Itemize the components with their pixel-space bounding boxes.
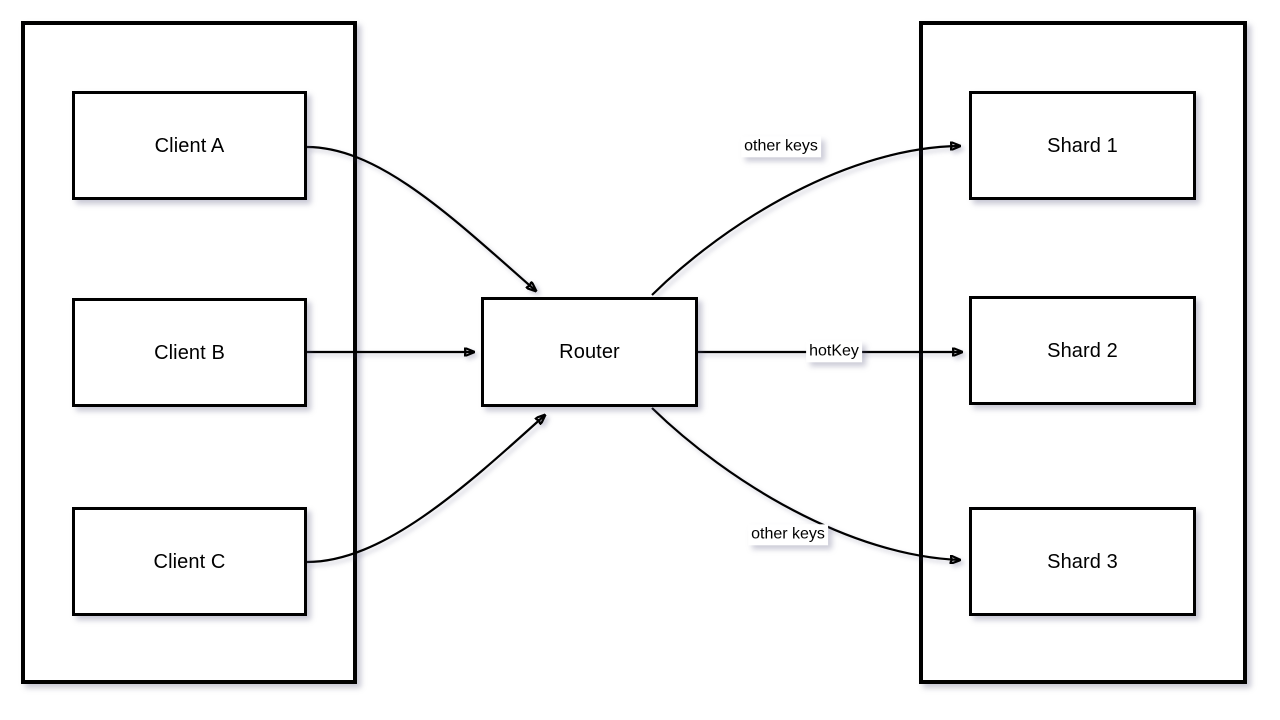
edge-client-c-router[interactable] xyxy=(306,415,545,564)
node-shard-2[interactable]: Shard 2 xyxy=(969,296,1196,405)
node-shard-3[interactable]: Shard 3 xyxy=(969,507,1196,616)
edge-client-a-router[interactable] xyxy=(306,145,536,291)
node-client-a[interactable]: Client A xyxy=(72,91,307,200)
node-router[interactable]: Router xyxy=(481,297,698,407)
node-client-b[interactable]: Client B xyxy=(72,298,307,407)
node-shard-1[interactable]: Shard 1 xyxy=(969,91,1196,200)
edge-label-router-shard-1[interactable]: other keys xyxy=(741,136,821,158)
node-shard-1-label: Shard 1 xyxy=(1047,134,1118,157)
node-client-c[interactable]: Client C xyxy=(72,507,307,616)
edge-label-router-shard-3[interactable]: other keys xyxy=(748,524,828,546)
node-client-c-label: Client C xyxy=(153,550,226,573)
edge-label-router-shard-2[interactable]: hotKey xyxy=(806,341,862,363)
node-client-b-label: Client B xyxy=(154,341,225,364)
node-router-label: Router xyxy=(559,341,620,363)
node-shard-2-label: Shard 2 xyxy=(1047,339,1118,362)
node-client-a-label: Client A xyxy=(154,134,225,157)
edge-router-shard-1[interactable] xyxy=(651,146,960,296)
edge-router-shard-3[interactable] xyxy=(651,407,960,560)
node-shard-3-label: Shard 3 xyxy=(1047,550,1118,573)
